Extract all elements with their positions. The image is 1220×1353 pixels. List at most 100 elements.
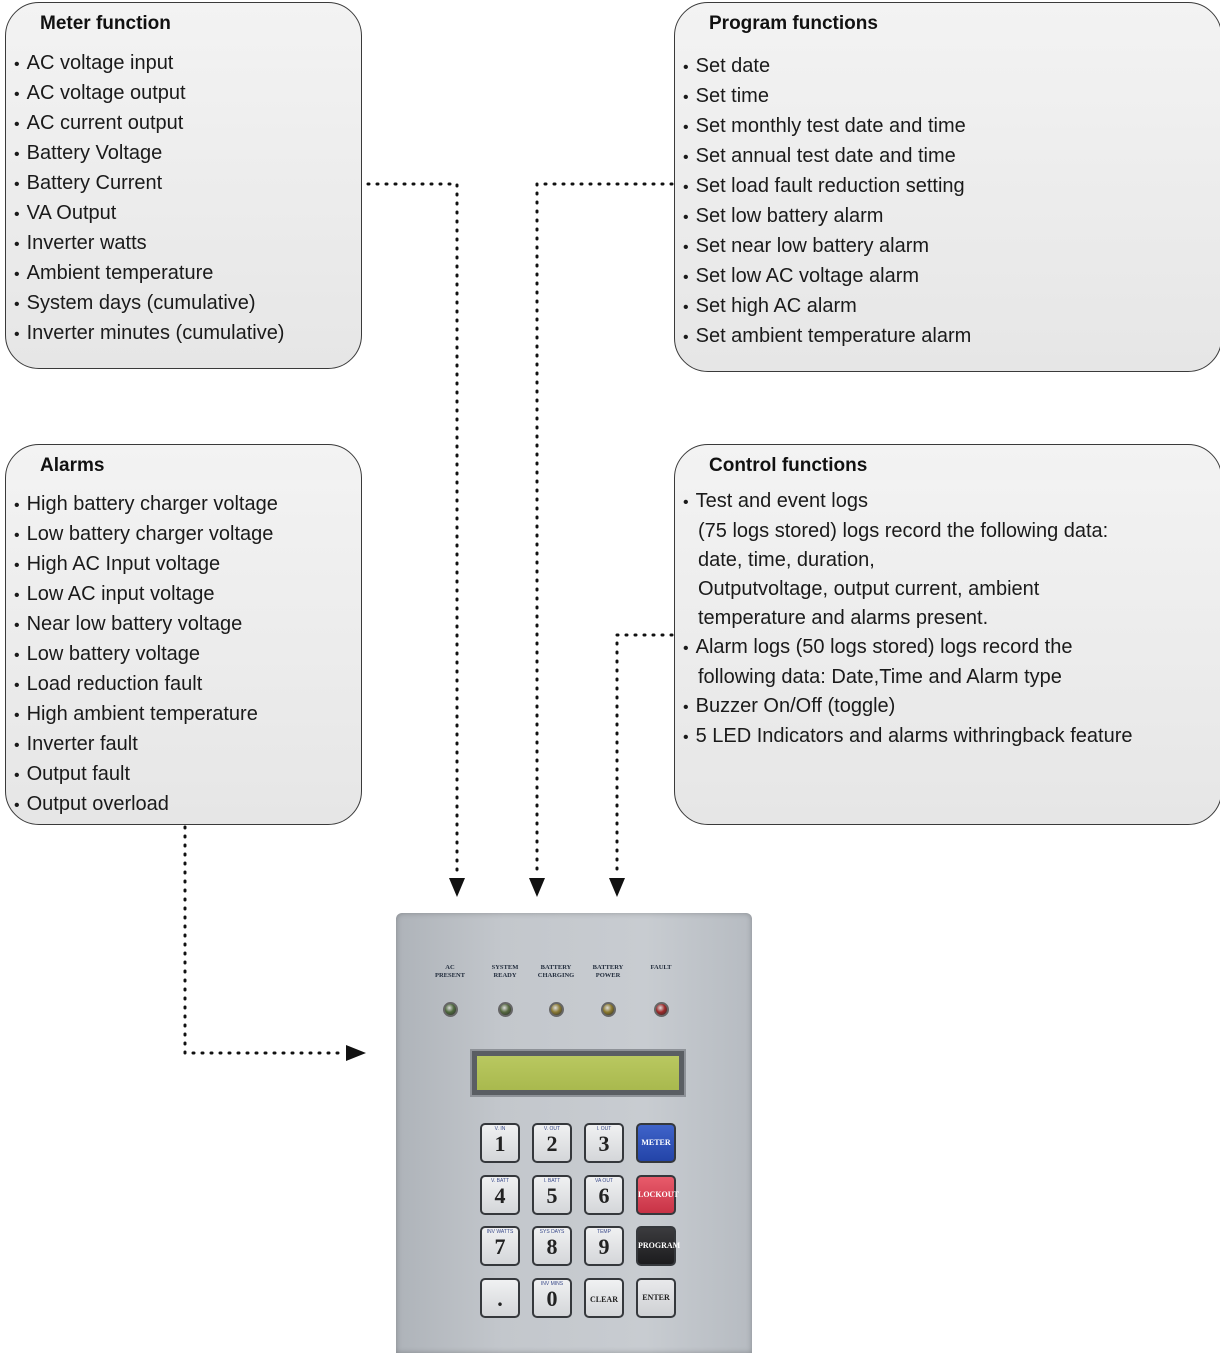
led-label: FAULT xyxy=(650,964,672,971)
key-sub-label: VA OUT xyxy=(595,1178,613,1184)
meter-connector xyxy=(366,182,459,874)
program-list-item: Set date xyxy=(683,52,1215,82)
lcd-display xyxy=(472,1051,684,1095)
indicator-led xyxy=(443,1002,458,1017)
keypad-key[interactable]: ENTER xyxy=(636,1278,676,1318)
control-item-detail: following data: Date,Time and Alarm type xyxy=(698,666,1062,688)
key-label: LOCKOUT xyxy=(638,1190,679,1199)
meter-arrowhead xyxy=(449,878,465,897)
program-connector xyxy=(535,182,674,874)
alarms-list-item: Low AC input voltage xyxy=(14,580,355,610)
key-sub-label xyxy=(586,1281,622,1288)
key-sub-label: V. OUT xyxy=(543,1126,561,1132)
led-label: BATTERY POWER xyxy=(592,964,624,979)
led-label: AC PRESENT xyxy=(435,964,465,979)
program-functions-list: Set dateSet timeSet monthly test date an… xyxy=(683,52,1215,352)
program-arrowhead xyxy=(529,878,545,897)
key-label: 6 xyxy=(598,1183,610,1208)
key-sub-label: INV WATTS xyxy=(486,1229,514,1235)
program-list-item: Set low battery alarm xyxy=(683,202,1215,232)
alarms-title: Alarms xyxy=(40,455,105,476)
alarms-list-item: Near low battery voltage xyxy=(14,610,355,640)
control-connector xyxy=(615,633,674,874)
alarms-list: High battery charger voltageLow battery … xyxy=(14,490,355,820)
key-sub-label: TEMP xyxy=(597,1229,611,1235)
key-label: CLEAR xyxy=(589,1295,618,1304)
meter-list-item: Ambient temperature xyxy=(14,259,355,289)
alarms-list-item: Inverter fault xyxy=(14,730,355,760)
meter-list-item: AC current output xyxy=(14,109,355,139)
key-label: METER xyxy=(641,1138,671,1147)
alarms-list-item: Load reduction fault xyxy=(14,670,355,700)
key-label: 1 xyxy=(494,1131,506,1156)
keypad-key[interactable]: LOCKOUT xyxy=(636,1175,679,1215)
control-functions-list: Test and event logs(75 logs stored) logs… xyxy=(683,487,1215,752)
meter-list-item: Inverter minutes (cumulative) xyxy=(14,319,355,349)
meter-function-box: Meter function AC voltage inputAC voltag… xyxy=(5,2,362,369)
key-label: 2 xyxy=(546,1131,558,1156)
control-list-item: Buzzer On/Off (toggle) xyxy=(683,692,1215,722)
alarms-list-item: High battery charger voltage xyxy=(14,490,355,520)
alarms-arrowhead xyxy=(346,1045,366,1061)
program-list-item: Set annual test date and time xyxy=(683,142,1215,172)
key-sub-label: V. BATT xyxy=(490,1178,510,1184)
indicator-led xyxy=(498,1002,513,1017)
program-list-item: Set time xyxy=(683,82,1215,112)
meter-list-item: Battery Voltage xyxy=(14,139,355,169)
key-label: 0 xyxy=(546,1286,558,1311)
control-list-item: Test and event logs(75 logs stored) logs… xyxy=(683,487,1215,633)
key-label: 5 xyxy=(546,1183,558,1208)
key-bottom-label xyxy=(586,1312,622,1318)
alarms-list-item: Low battery charger voltage xyxy=(14,520,355,550)
indicator-led xyxy=(549,1002,564,1017)
meter-list-item: Inverter watts xyxy=(14,229,355,259)
control-list-item: Alarm logs (50 logs stored) logs record … xyxy=(683,633,1215,692)
key-label: 3 xyxy=(598,1131,610,1156)
keypad-key[interactable]: PROGRAM xyxy=(636,1226,681,1266)
meter-list-item: VA Output xyxy=(14,199,355,229)
alarms-list-item: Output overload xyxy=(14,790,355,820)
led-label: SYSTEM READY xyxy=(491,964,519,979)
alarms-list-item: High AC Input voltage xyxy=(14,550,355,580)
meter-list-item: System days (cumulative) xyxy=(14,289,355,319)
control-item-text: 5 LED Indicators and alarms withringback… xyxy=(695,725,1133,747)
program-functions-box: Program functions Set dateSet timeSet mo… xyxy=(674,2,1220,372)
control-list-item: 5 LED Indicators and alarms withringback… xyxy=(683,722,1215,752)
key-label: 7 xyxy=(494,1234,506,1259)
program-list-item: Set high AC alarm xyxy=(683,292,1215,322)
control-arrowhead xyxy=(609,878,625,897)
control-item-text: Test and event logs xyxy=(695,490,868,512)
meter-list-item: AC voltage output xyxy=(14,79,355,109)
keypad-key[interactable]: . xyxy=(480,1278,520,1318)
control-functions-box: Control functions Test and event logs(75… xyxy=(674,444,1220,825)
alarms-list-item: Output fault xyxy=(14,760,355,790)
key-label: 4 xyxy=(494,1183,506,1208)
program-functions-title: Program functions xyxy=(709,13,878,34)
key-label: 9 xyxy=(598,1234,610,1259)
key-sub-label: V. IN xyxy=(494,1126,506,1132)
program-list-item: Set low AC voltage alarm xyxy=(683,262,1215,292)
program-list-item: Set near low battery alarm xyxy=(683,232,1215,262)
meter-function-title: Meter function xyxy=(40,13,171,34)
alarms-list-item: High ambient temperature xyxy=(14,700,355,730)
program-list-item: Set ambient temperature alarm xyxy=(683,322,1215,352)
key-sub-label: SYS DAYS xyxy=(539,1229,565,1235)
key-sub-label: INV MINS xyxy=(540,1281,564,1287)
alarms-list-item: Low battery voltage xyxy=(14,640,355,670)
keypad-key[interactable]: CLEAR xyxy=(584,1278,624,1318)
key-label: 8 xyxy=(546,1234,558,1259)
program-list-item: Set monthly test date and time xyxy=(683,112,1215,142)
keypad-key[interactable]: METER xyxy=(636,1123,676,1163)
key-label: PROGRAM xyxy=(638,1241,681,1250)
